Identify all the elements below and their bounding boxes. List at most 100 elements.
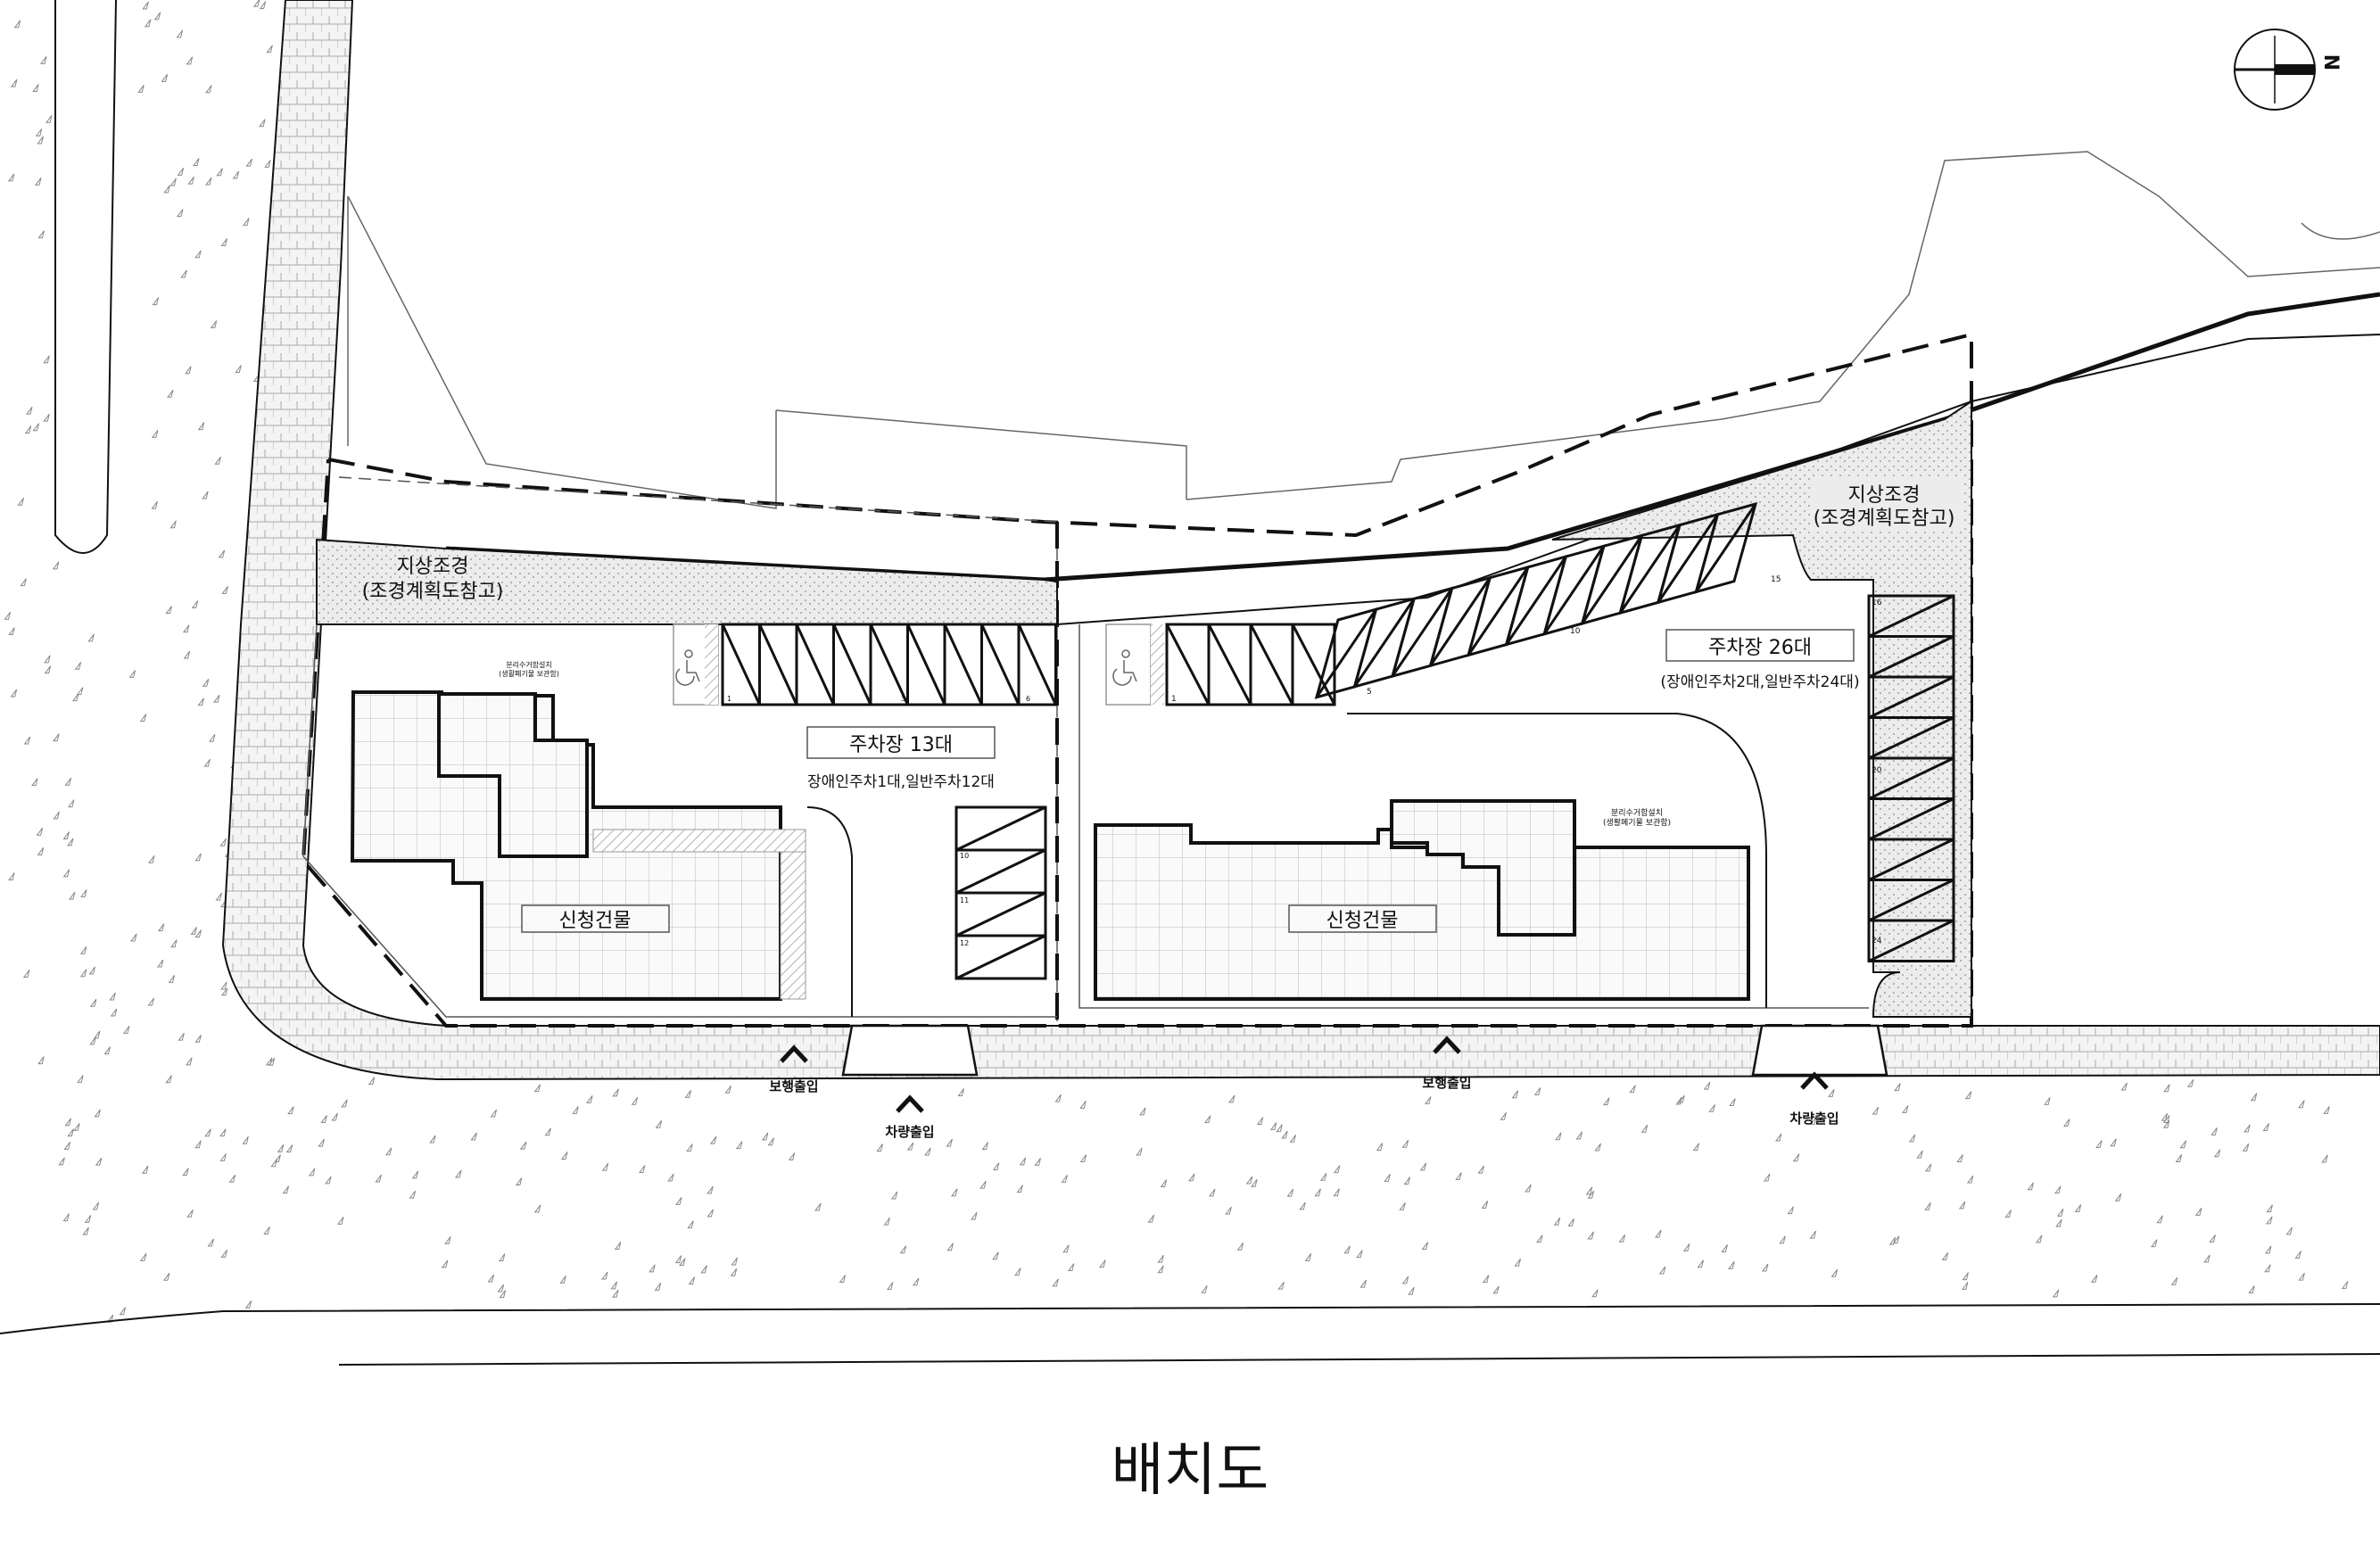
gravel-mark (1892, 1235, 1900, 1244)
gravel-mark (1966, 1175, 1974, 1184)
gravel-mark (724, 1085, 731, 1094)
gravel-mark (876, 1144, 883, 1152)
gravel-mark (1728, 1261, 1735, 1269)
gravel-mark (1555, 1132, 1562, 1141)
gravel-mark (444, 1236, 451, 1244)
gravel-mark (1830, 1268, 1839, 1277)
gravel-mark (37, 230, 45, 239)
gravel-mark (572, 1106, 579, 1114)
gravel-mark (53, 733, 60, 742)
ped-entrance-arrow-1 (780, 1044, 808, 1063)
gravel-mark (336, 1217, 344, 1225)
gravel-mark (34, 178, 42, 186)
gravel-mark (31, 778, 38, 787)
accessible-stall-east (1105, 623, 1164, 706)
gravel-mark (1188, 1173, 1195, 1182)
gravel-mark (497, 1284, 505, 1292)
parking-stall-diagonal (1868, 594, 1954, 638)
gravel-mark (601, 1162, 609, 1171)
gravel-mark (148, 855, 155, 863)
gravel-mark (1424, 1096, 1432, 1104)
gravel-mark (601, 1271, 608, 1280)
gravel-mark (8, 872, 15, 881)
gravel-mark (88, 966, 95, 975)
gravel-mark (165, 1075, 172, 1084)
parking-stall-diagonal (1868, 879, 1954, 922)
gravel-mark (1640, 1124, 1649, 1133)
gravel-mark (194, 1140, 202, 1149)
gravel-mark (1809, 1230, 1817, 1239)
gravel-mark (243, 218, 250, 227)
gravel-mark (228, 1174, 236, 1183)
gravel-mark (839, 1275, 847, 1284)
gravel-mark (186, 1057, 193, 1066)
gravel-mark (1052, 1278, 1059, 1287)
gravel-mark (17, 498, 24, 506)
gravel-mark (1245, 1176, 1253, 1185)
gravel-mark (122, 1026, 130, 1034)
gravel-mark (533, 1204, 541, 1213)
gravel-mark (515, 1177, 523, 1186)
gravel-mark (2055, 1218, 2062, 1227)
gravel-mark (219, 1128, 227, 1137)
gravel-mark (899, 1245, 907, 1254)
gravel-mark (2294, 1251, 2301, 1259)
gravel-texture (4, 0, 2349, 1323)
east-building-label: 신청건물 (1326, 910, 1399, 932)
gravel-mark (68, 891, 76, 900)
gravel-mark (1536, 1234, 1543, 1243)
gravel-mark (190, 927, 197, 935)
gravel-mark (1256, 1117, 1264, 1126)
gravel-mark (2163, 1084, 2170, 1093)
gravel-mark (277, 1144, 285, 1152)
gravel-mark (2194, 1208, 2202, 1216)
retaining-wall-outer (445, 292, 2380, 582)
gravel-mark (10, 78, 18, 87)
parking-stall-diagonal (1868, 675, 1954, 719)
gravel-mark (1333, 1188, 1340, 1197)
gravel-mark (499, 1290, 507, 1299)
gravel-mark (270, 1159, 277, 1168)
gravel-mark (707, 1185, 714, 1194)
landscape-right-line1: 지상조경 (1848, 484, 1921, 507)
parking-stall-diagonal (1315, 608, 1377, 698)
east-stall-number: 24 (1872, 937, 1882, 945)
drawing-title: 배치도 (1111, 1438, 1269, 1504)
gravel-mark (282, 1185, 290, 1194)
parking-stall-diagonal (1291, 623, 1336, 706)
gravel-mark (24, 425, 32, 434)
gravel-mark (210, 320, 218, 328)
gravel-mark (141, 1165, 149, 1174)
gravel-mark (73, 1122, 80, 1131)
gravel-mark (151, 500, 158, 509)
gravel-mark (263, 1226, 270, 1234)
gravel-mark (1299, 1201, 1306, 1210)
gravel-mark (203, 758, 211, 767)
gravel-mark (35, 128, 43, 136)
gravel-mark (1964, 1091, 1972, 1100)
gravel-mark (194, 853, 202, 862)
gravel-mark (177, 168, 185, 176)
gravel-mark (1421, 1242, 1429, 1251)
gravel-mark (1924, 1163, 1932, 1172)
gravel-mark (2209, 1234, 2216, 1243)
west-parking-detail: 장애인주차1대,일반주차12대 (807, 773, 995, 791)
gravel-mark (1079, 1101, 1087, 1109)
gravel-mark (2298, 1272, 2305, 1281)
west-building-label: 신청건물 (559, 910, 632, 932)
gravel-mark (1761, 1263, 1769, 1272)
gravel-mark (43, 355, 50, 364)
gravel-mark (1455, 1172, 1462, 1180)
gravel-mark (1594, 1143, 1601, 1152)
gravel-mark (32, 423, 39, 432)
parking-stall (1017, 623, 1057, 706)
gravel-mark (1201, 1284, 1208, 1293)
parking-stall-diagonal (795, 623, 835, 706)
parking-stall-diagonal (1207, 623, 1252, 706)
gravel-mark (162, 1272, 170, 1281)
gravel-mark (2170, 1277, 2178, 1285)
gravel-mark (216, 168, 223, 177)
gravel-mark (2341, 1281, 2349, 1289)
gravel-mark (667, 1173, 674, 1182)
east-building (1094, 799, 1750, 1001)
